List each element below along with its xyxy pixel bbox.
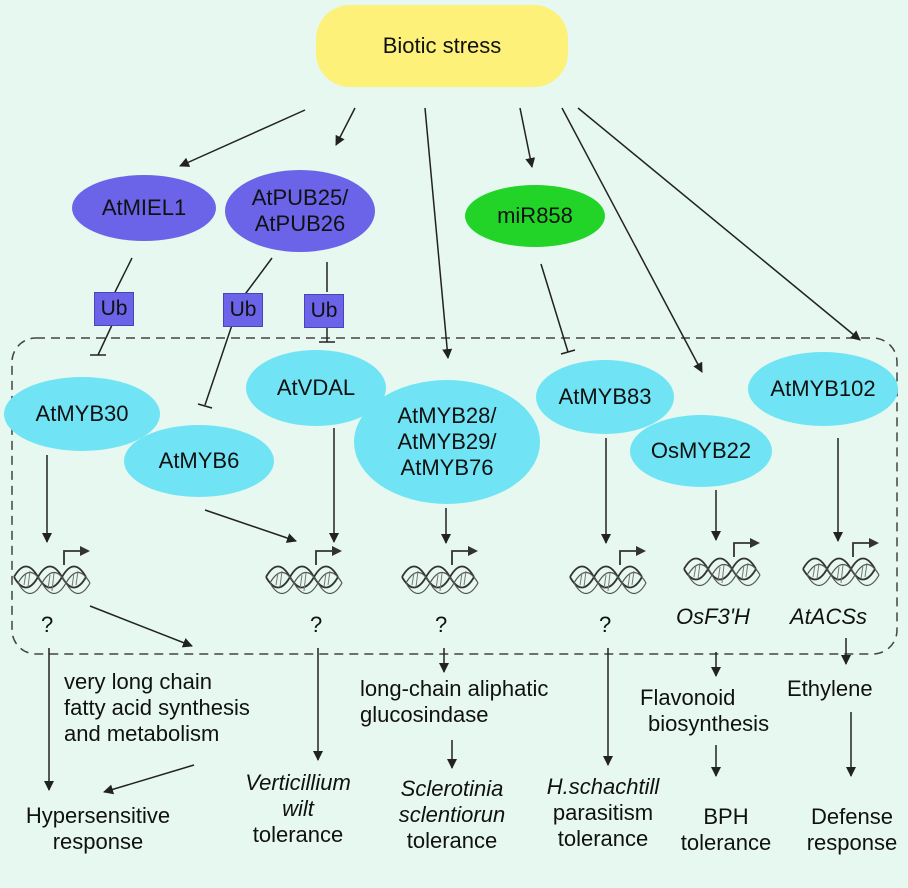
- atmyb28-29-76-node: AtMYB28/ AtMYB29/ AtMYB76: [354, 380, 540, 504]
- outcome-line: tolerance: [680, 830, 772, 855]
- atmyb29-label: AtMYB29/: [397, 429, 497, 454]
- ethylene-process: Ethylene: [787, 676, 873, 701]
- atvdal-node: AtVDAL: [246, 350, 386, 426]
- glucos-line: long-chain aliphatic: [360, 676, 549, 701]
- atmyb6-label: AtMYB6: [158, 448, 240, 473]
- atvdal-label: AtVDAL: [276, 375, 356, 400]
- atmyb76-label: AtMYB76: [400, 455, 494, 480]
- atmyb83-label: AtMYB83: [558, 384, 652, 409]
- atmiel1-node: AtMIEL1: [72, 175, 216, 241]
- ub-label: Ub: [229, 298, 257, 321]
- osmyb22-node: OsMYB22: [630, 415, 772, 487]
- outcome-line: tolerance: [557, 826, 649, 851]
- dna-icon: [401, 545, 479, 595]
- stress-arrows: [179, 107, 861, 373]
- atpub-label-line1: AtPUB25/: [251, 185, 349, 210]
- ub-label: Ub: [100, 297, 128, 320]
- flavonoid-process: Flavonoid biosynthesis: [640, 685, 769, 737]
- ubiquitin-tag: Ub: [223, 293, 263, 327]
- ubiquitin-tag: Ub: [94, 292, 134, 326]
- osf3h-gene: OsF3'H: [676, 604, 750, 629]
- dna-icon: [683, 537, 761, 587]
- verticillium-outcome: Verticillium wilt tolerance: [238, 770, 358, 848]
- atpub-label-line2: AtPUB26: [254, 211, 346, 236]
- outcome-line: wilt: [282, 796, 314, 821]
- vlcfa-line: very long chain: [64, 669, 212, 694]
- mir858-node: miR858: [465, 185, 605, 247]
- nucleus-boundary: [11, 337, 898, 655]
- sclerotinia-outcome: Sclerotinia sclentiorun tolerance: [388, 776, 516, 854]
- outcome-line: Sclerotinia: [400, 776, 504, 801]
- unknown-target-mark: ?: [599, 612, 612, 637]
- outcome-line: tolerance: [406, 828, 498, 853]
- tf-arrows: [42, 428, 843, 544]
- atpub25-atpub26-node: AtPUB25/ AtPUB26: [225, 170, 375, 252]
- vlcfa-line: fatty acid synthesis: [64, 695, 250, 720]
- outcome-line: sclentiorun: [398, 802, 506, 827]
- hypersensitive-outcome: Hypersensitive response: [16, 803, 180, 855]
- flav-line: Flavonoid: [640, 685, 736, 710]
- atacss-gene: AtACSs: [790, 604, 868, 629]
- atmyb30-node: AtMYB30: [4, 377, 160, 451]
- vlcfa-line: and metabolism: [64, 721, 220, 746]
- dna-icon: [802, 537, 880, 587]
- outcome-line: tolerance: [252, 822, 344, 847]
- atmyb83-node: AtMYB83: [536, 360, 674, 434]
- dna-icon: [13, 545, 91, 595]
- outcome-line: response: [806, 830, 898, 855]
- heterodera-outcome: H.schachtill parasitism tolerance: [536, 774, 670, 852]
- atmyb30-label: AtMYB30: [35, 401, 129, 426]
- bph-outcome: BPH tolerance: [670, 804, 782, 856]
- vlcfa-process: very long chain fatty acid synthesis and…: [64, 669, 250, 747]
- outcome-line: BPH: [703, 804, 749, 829]
- unknown-target-mark: ?: [41, 612, 54, 637]
- output-arrows: [44, 605, 856, 795]
- defense-outcome: Defense response: [798, 804, 906, 856]
- dna-icon: [265, 545, 343, 595]
- atmyb102-label: AtMYB102: [770, 376, 876, 401]
- dna-icon: [569, 545, 647, 595]
- outcome-line: Defense: [811, 804, 893, 829]
- outcome-line: H.schachtill: [546, 774, 660, 799]
- flav-line: biosynthesis: [648, 711, 770, 736]
- biotic-stress-label: Biotic stress: [382, 33, 502, 58]
- biotic-stress-node: Biotic stress: [316, 5, 568, 87]
- glucosinolate-process: long-chain aliphatic glucosindase: [360, 676, 548, 728]
- atmyb6-node: AtMYB6: [124, 425, 274, 497]
- glucos-line: glucosindase: [360, 702, 489, 727]
- osmyb22-label: OsMYB22: [650, 438, 752, 463]
- unknown-target-mark: ?: [310, 612, 323, 637]
- outcome-line: Hypersensitive: [25, 803, 171, 828]
- ubiquitin-tag: Ub: [304, 294, 344, 328]
- ub-label: Ub: [310, 299, 338, 322]
- outcome-line: parasitism: [552, 800, 654, 825]
- atmiel1-label: AtMIEL1: [101, 195, 187, 220]
- outcome-line: response: [52, 829, 144, 854]
- atmyb28-label: AtMYB28/: [397, 403, 497, 428]
- mir858-label: miR858: [497, 203, 573, 228]
- unknown-target-mark: ?: [435, 612, 448, 637]
- atmyb102-node: AtMYB102: [748, 352, 898, 426]
- outcome-line: Verticillium: [245, 770, 351, 795]
